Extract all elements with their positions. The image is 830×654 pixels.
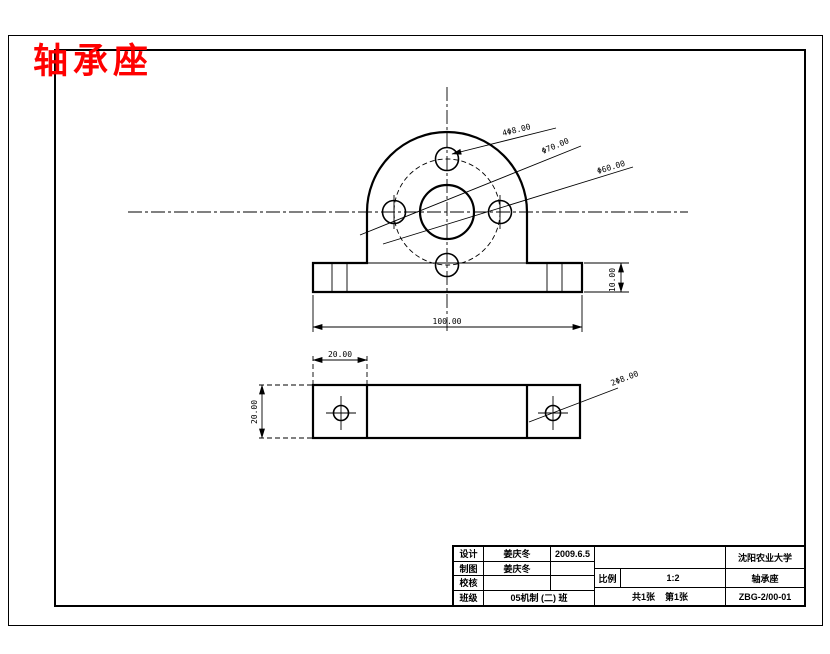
dim-pad-width: 20.00	[328, 350, 352, 359]
title-block: 设计 姜庆冬 2009.6.5 制图 姜庆冬 校核 班级 05机制 (二) 班 …	[452, 545, 806, 607]
center-bore	[418, 183, 476, 241]
inner-border-frame	[54, 49, 806, 607]
tb-scale-value: 1:2	[621, 569, 726, 588]
tb-sheets: 共1张 第1张	[595, 588, 726, 605]
tb-class-value: 05机制 (二) 班	[510, 593, 568, 604]
outer-border-frame	[8, 35, 823, 626]
centerlines	[128, 87, 688, 333]
tb-university: 沈阳农业大学	[726, 547, 804, 569]
tb-date-draft	[551, 562, 594, 576]
dim-plate-depth: 20.00	[250, 400, 259, 424]
tb-label-design: 设计	[454, 547, 484, 562]
tb-scale-label: 比例	[595, 569, 621, 588]
hole-bottom	[434, 252, 460, 278]
tb-date-check	[551, 576, 594, 591]
tb-name-check	[484, 576, 551, 591]
tb-part-name: 轴承座	[726, 569, 804, 588]
front-view	[311, 130, 584, 294]
tb-date-design: 2009.6.5	[551, 547, 594, 562]
tb-name-draft: 姜庆冬	[484, 561, 551, 576]
tb-name-design: 姜庆冬	[484, 547, 551, 562]
tb-empty-cell	[595, 547, 726, 569]
dim-base-thickness: 10.00	[608, 268, 617, 292]
plan-dimensions: 20.00 20.00 2Φ8.00	[250, 350, 640, 439]
tb-label-class: 班级	[454, 590, 484, 605]
title-block-right: 沈阳农业大学 比例 1:2 轴承座 共1张 第1张 ZBG-2/00-01	[595, 547, 804, 605]
dim-plan-holes: 2Φ8.00	[609, 369, 639, 388]
front-dimensions: 100.00 10.00 4Φ8.00 Φ70.00 Φ60.00	[312, 122, 634, 332]
dim-base-width: 100.00	[433, 317, 462, 326]
tb-drawing-no: ZBG-2/00-01	[738, 591, 792, 602]
dim-bolt-circle: Φ70.00	[540, 136, 570, 156]
hole-top	[434, 146, 460, 172]
tb-label-check: 校核	[454, 576, 484, 591]
title-block-left: 设计 姜庆冬 2009.6.5 制图 姜庆冬 校核 班级 05机制 (二) 班	[454, 547, 595, 605]
tb-label-draft: 制图	[454, 561, 484, 576]
drawing-title: 轴承座	[33, 41, 154, 82]
plan-view	[311, 383, 582, 440]
